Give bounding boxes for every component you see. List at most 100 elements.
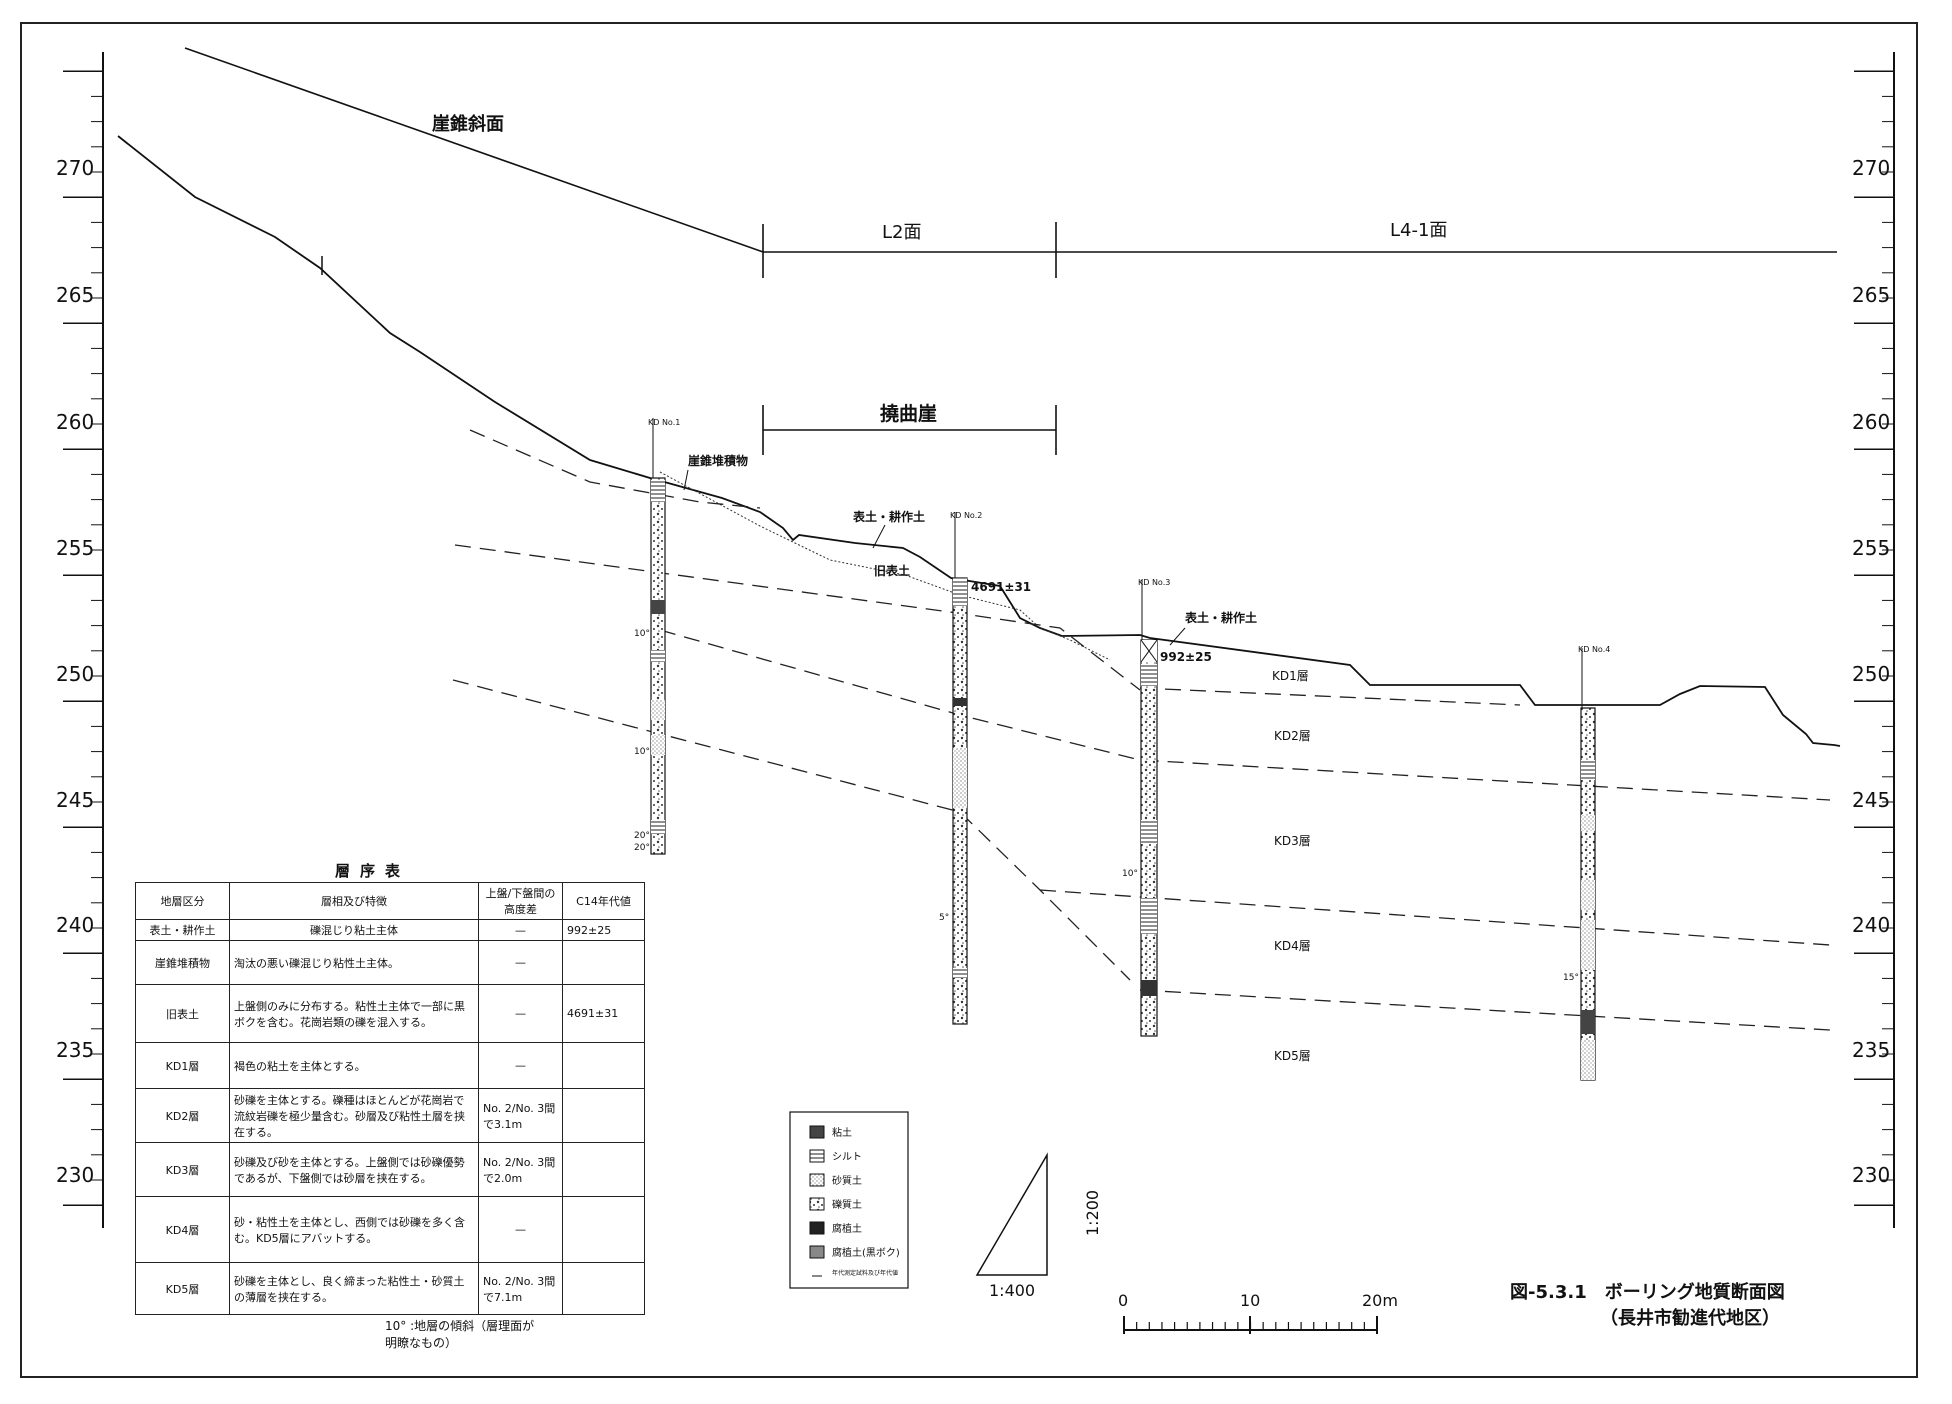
strat-table-header-row: 地層区分 層相及び特徴 上盤/下盤間の高度差 C14年代値: [135, 882, 645, 920]
header-c14: C14年代値: [562, 882, 645, 920]
axis-label-240: 240: [56, 913, 94, 937]
borehole-label-kd-no2: KD No.2: [950, 511, 982, 520]
cell-c14: [562, 1042, 645, 1089]
table-row: KD4層 砂・粘性土を主体とし、西側では砂礫を多く含む。KD5層にアバットする。…: [135, 1196, 645, 1263]
cell-unit: KD1層: [135, 1042, 230, 1089]
layer-label-kd4: KD4層: [1274, 939, 1311, 953]
borehole-kd-no2: KD No.2: [950, 511, 982, 1025]
scale-bar: 0 10 20m: [1118, 1291, 1398, 1334]
legend-humic-soil: 腐植土: [832, 1222, 862, 1235]
scalebar-label-20: 20m: [1362, 1291, 1398, 1310]
axis-label-270: 270: [56, 156, 94, 180]
annotation-talus-deposit: 崖錐堆積物: [688, 453, 748, 468]
table-row: 旧表土 上盤側のみに分布する。粘性土主体で一部に黒ボクを含む。花崗岩類の礫を混入…: [135, 984, 645, 1043]
axis-label-250: 250: [56, 662, 94, 686]
annotation-age-2: 992±25: [1160, 650, 1212, 664]
axis-label-255: 255: [56, 536, 94, 560]
axis-label-265-right: 265: [1852, 283, 1890, 307]
cell-desc: 砂・粘性土を主体とし、西側では砂礫を多く含む。KD5層にアバットする。: [229, 1196, 479, 1263]
scalebar-label-10: 10: [1240, 1291, 1260, 1310]
borehole-kd-no4: KD No.4: [1578, 645, 1610, 1081]
table-row: KD2層 砂礫を主体とする。礫種はほとんどが花崗岩で流紋岩礫を極少量含む。砂層及…: [135, 1088, 645, 1143]
label-talus-slope: 崖錐斜面: [432, 113, 504, 135]
cell-desc: 砂礫を主体とし、良く締まった粘性土・砂質土の薄層を挟在する。: [229, 1262, 479, 1315]
cell-c14: [562, 1142, 645, 1197]
cell-diff: —: [478, 919, 563, 941]
drawing-frame: [20, 22, 1918, 1378]
legend-gravelly-soil: 礫質土: [832, 1198, 862, 1211]
dip-labels: 10° 10° 20° 20° 5° 10° 15°: [634, 629, 1579, 983]
borehole-label-kd-no3: KD No.3: [1138, 578, 1170, 587]
axis-label-270-right: 270: [1852, 156, 1890, 180]
cell-desc: 褐色の粘土を主体とする。: [229, 1042, 479, 1089]
ground-surface-line: [117, 135, 1841, 747]
cell-unit: KD5層: [135, 1262, 230, 1315]
axis-label-250-right: 250: [1852, 662, 1890, 686]
cell-desc: 礫混じり粘土主体: [229, 919, 479, 941]
label-l2-surface: L2面: [882, 222, 921, 243]
horizontal-ratio: 1:400: [989, 1281, 1035, 1300]
cell-diff: —: [478, 1042, 563, 1089]
label-l4-1-surface: L4-1面: [1390, 220, 1447, 241]
cell-unit: 表土・耕作土: [135, 919, 230, 941]
left-elevation-axis: [63, 52, 104, 1228]
axis-label-230: 230: [56, 1163, 94, 1187]
strata-boundaries: [452, 429, 1831, 1031]
dip-note: 10° :地層の傾斜（層理面が明瞭なもの）: [385, 1319, 535, 1350]
cell-diff: No. 2/No. 3間で3.1m: [478, 1088, 563, 1143]
axis-label-240-right: 240: [1852, 913, 1890, 937]
cell-c14: [562, 1196, 645, 1263]
layer-label-kd2: KD2層: [1274, 729, 1311, 743]
borehole-kd-no1: KD No.1: [648, 418, 680, 855]
annotation-topsoil-1: 表土・耕作土: [852, 509, 925, 524]
table-row: KD3層 砂礫及び砂を主体とする。上盤側では砂礫優勢であるが、下盤側では砂層を挟…: [135, 1142, 645, 1197]
cell-c14: 992±25: [562, 919, 645, 941]
dip-label: 10°: [634, 747, 650, 757]
cell-c14: [562, 940, 645, 985]
dip-label: 5°: [939, 913, 949, 923]
table-row: KD1層 褐色の粘土を主体とする。 —: [135, 1042, 645, 1089]
cell-c14: 4691±31: [562, 984, 645, 1043]
dip-label: 20°: [634, 843, 650, 853]
old-topsoil-boundary: [659, 471, 1111, 661]
legend-clay: 粘土: [832, 1126, 852, 1139]
strat-table: 地層区分 層相及び特徴 上盤/下盤間の高度差 C14年代値 表土・耕作土 礫混じ…: [135, 882, 645, 1315]
annotation-age-1: 4691±31: [971, 580, 1031, 594]
label-flexure-scarp: 撓曲崖: [880, 402, 937, 425]
legend-sandy-soil: 砂質土: [832, 1174, 862, 1187]
axis-label-260-right: 260: [1852, 410, 1890, 434]
annotation-topsoil-2: 表土・耕作土: [1184, 610, 1257, 625]
cell-desc: 砂礫を主体とする。礫種はほとんどが花崗岩で流紋岩礫を極少量含む。砂層及び粘性土層…: [229, 1088, 479, 1143]
right-elevation-axis: [1854, 52, 1895, 1228]
legend-age-sample: 年代測定試料及び年代値: [832, 1269, 898, 1277]
borehole-label-kd-no4: KD No.4: [1578, 645, 1610, 654]
axis-label-230-right: 230: [1852, 1163, 1890, 1187]
header-height-diff: 上盤/下盤間の高度差: [478, 882, 563, 920]
table-row: 崖錐堆積物 淘汰の悪い礫混じり粘性土主体。 —: [135, 940, 645, 985]
cell-desc: 淘汰の悪い礫混じり粘性土主体。: [229, 940, 479, 985]
cell-diff: No. 2/No. 3間で7.1m: [478, 1262, 563, 1315]
cell-c14: [562, 1262, 645, 1315]
geomorphic-surfaces: [184, 47, 1837, 455]
vertical-ratio: 1:200: [1083, 1190, 1102, 1236]
axis-label-235: 235: [56, 1038, 94, 1062]
cell-unit: KD4層: [135, 1196, 230, 1263]
layer-label-kd1: KD1層: [1272, 669, 1309, 683]
axis-label-245-right: 245: [1852, 788, 1890, 812]
layer-label-kd3: KD3層: [1274, 834, 1311, 848]
axis-label-260: 260: [56, 410, 94, 434]
legend-kuroboku: 腐植土(黒ボク): [832, 1246, 900, 1259]
figure-title: 図-5.3.1 ボーリング地質断面図: [1510, 1282, 1785, 1303]
axis-label-255-right: 255: [1852, 536, 1890, 560]
borehole-kd-no3: KD No.3: [1138, 578, 1170, 1037]
cell-desc: 上盤側のみに分布する。粘性土主体で一部に黒ボクを含む。花崗岩類の礫を混入する。: [229, 984, 479, 1043]
figure-subtitle: （長井市勧進代地区）: [1600, 1308, 1780, 1329]
annotation-old-topsoil: 旧表土: [874, 563, 910, 578]
annotations: 崖錐堆積物 表土・耕作土 旧表土 表土・耕作土 4691±31 992±25: [683, 453, 1257, 664]
dip-label: 10°: [634, 629, 650, 639]
table-row: 表土・耕作土 礫混じり粘土主体 — 992±25: [135, 919, 645, 941]
left-axis-labels: 270 265 260 255 250 245 240 235 230: [56, 156, 94, 1187]
strat-table-title: 層序表: [335, 862, 411, 880]
header-unit: 地層区分: [135, 882, 230, 920]
